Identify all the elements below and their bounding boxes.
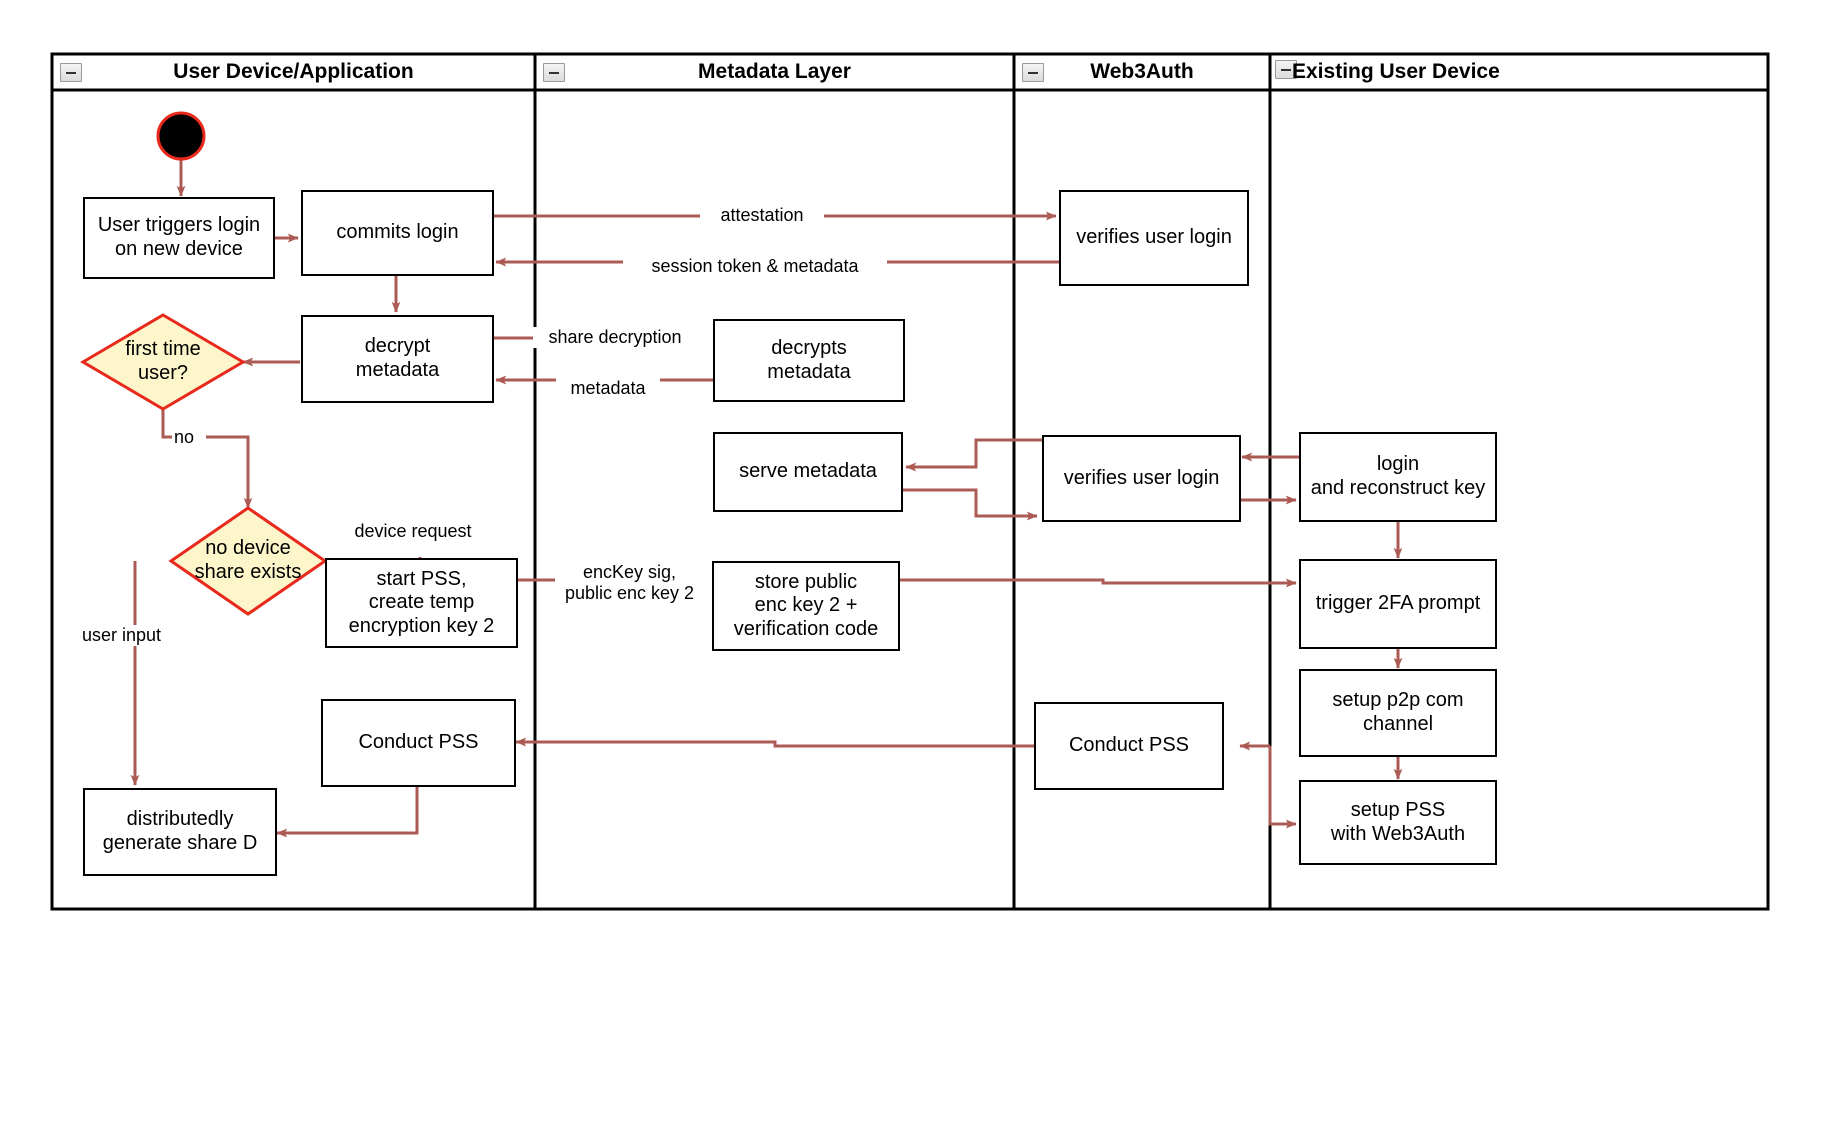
collapse-minus-icon-lane-metadata[interactable] bbox=[543, 63, 565, 82]
node-store-public-enc-key[interactable]: store public enc key 2 + verification co… bbox=[712, 561, 900, 651]
edge-label-enckey-sig: encKey sig, public enc key 2 bbox=[555, 562, 704, 604]
node-decrypt-metadata[interactable]: decrypt metadata bbox=[301, 315, 494, 403]
edge-setup-pss-to-conduct-pss-web3auth bbox=[1268, 746, 1297, 829]
node-verifies-user-login-1[interactable]: verifies user login bbox=[1059, 190, 1249, 286]
edge-label-no: no bbox=[172, 427, 206, 448]
node-user-triggers-login[interactable]: User triggers login on new device bbox=[83, 197, 275, 279]
edge-label-device-request: device request bbox=[341, 521, 485, 542]
decision-first-time-user[interactable] bbox=[80, 313, 246, 411]
edge-label-user-input: user input bbox=[80, 625, 194, 646]
node-decrypts-metadata[interactable]: decrypts metadata bbox=[713, 319, 905, 402]
edge-store-enc-key-to-trigger-2fa bbox=[900, 578, 1297, 588]
node-verifies-user-login-2[interactable]: verifies user login bbox=[1042, 435, 1241, 522]
node-setup-p2p-com-channel[interactable]: setup p2p com channel bbox=[1299, 669, 1497, 757]
edge-label-share-decryption: share decryption bbox=[533, 327, 697, 348]
edge-first-time-user-to-no-device-share bbox=[161, 400, 253, 509]
collapse-minus-icon-lane-web3auth[interactable] bbox=[1022, 63, 1044, 82]
collapse-minus-icon-lane-existing-device[interactable] bbox=[1275, 60, 1297, 79]
edge-label-metadata: metadata bbox=[556, 378, 660, 399]
swimlane-frame bbox=[50, 52, 1770, 911]
node-conduct-pss-user[interactable]: Conduct PSS bbox=[321, 699, 516, 787]
edge-conduct-pss-user-to-generate-share-d bbox=[276, 787, 419, 838]
decision-no-device-share-exists[interactable] bbox=[168, 506, 328, 616]
node-conduct-pss-web3auth[interactable]: Conduct PSS bbox=[1034, 702, 1224, 790]
node-trigger-2fa-prompt[interactable]: trigger 2FA prompt bbox=[1299, 559, 1497, 649]
node-distributedly-generate-share-d[interactable]: distributedly generate share D bbox=[83, 788, 277, 876]
edge-serve-metadata-to-verifies-login bbox=[902, 488, 1038, 521]
node-serve-metadata[interactable]: serve metadata bbox=[713, 432, 903, 512]
decision-shapes bbox=[80, 313, 328, 616]
node-commits-login[interactable]: commits login bbox=[301, 190, 494, 276]
node-start-pss[interactable]: start PSS, create temp encryption key 2 bbox=[325, 558, 518, 648]
collapse-minus-icon-lane-user-device[interactable] bbox=[60, 63, 82, 82]
start-node[interactable] bbox=[156, 111, 206, 161]
edge-label-session-token-metadata: session token & metadata bbox=[623, 256, 887, 277]
edge-verifies-login-to-serve-metadata-b bbox=[905, 438, 1080, 472]
edge-conduct-pss-web3auth-to-user bbox=[515, 737, 1034, 748]
edge-label-attestation: attestation bbox=[700, 205, 824, 226]
node-login-reconstruct-key[interactable]: login and reconstruct key bbox=[1299, 432, 1497, 522]
node-setup-pss-with-web3auth[interactable]: setup PSS with Web3Auth bbox=[1299, 780, 1497, 865]
